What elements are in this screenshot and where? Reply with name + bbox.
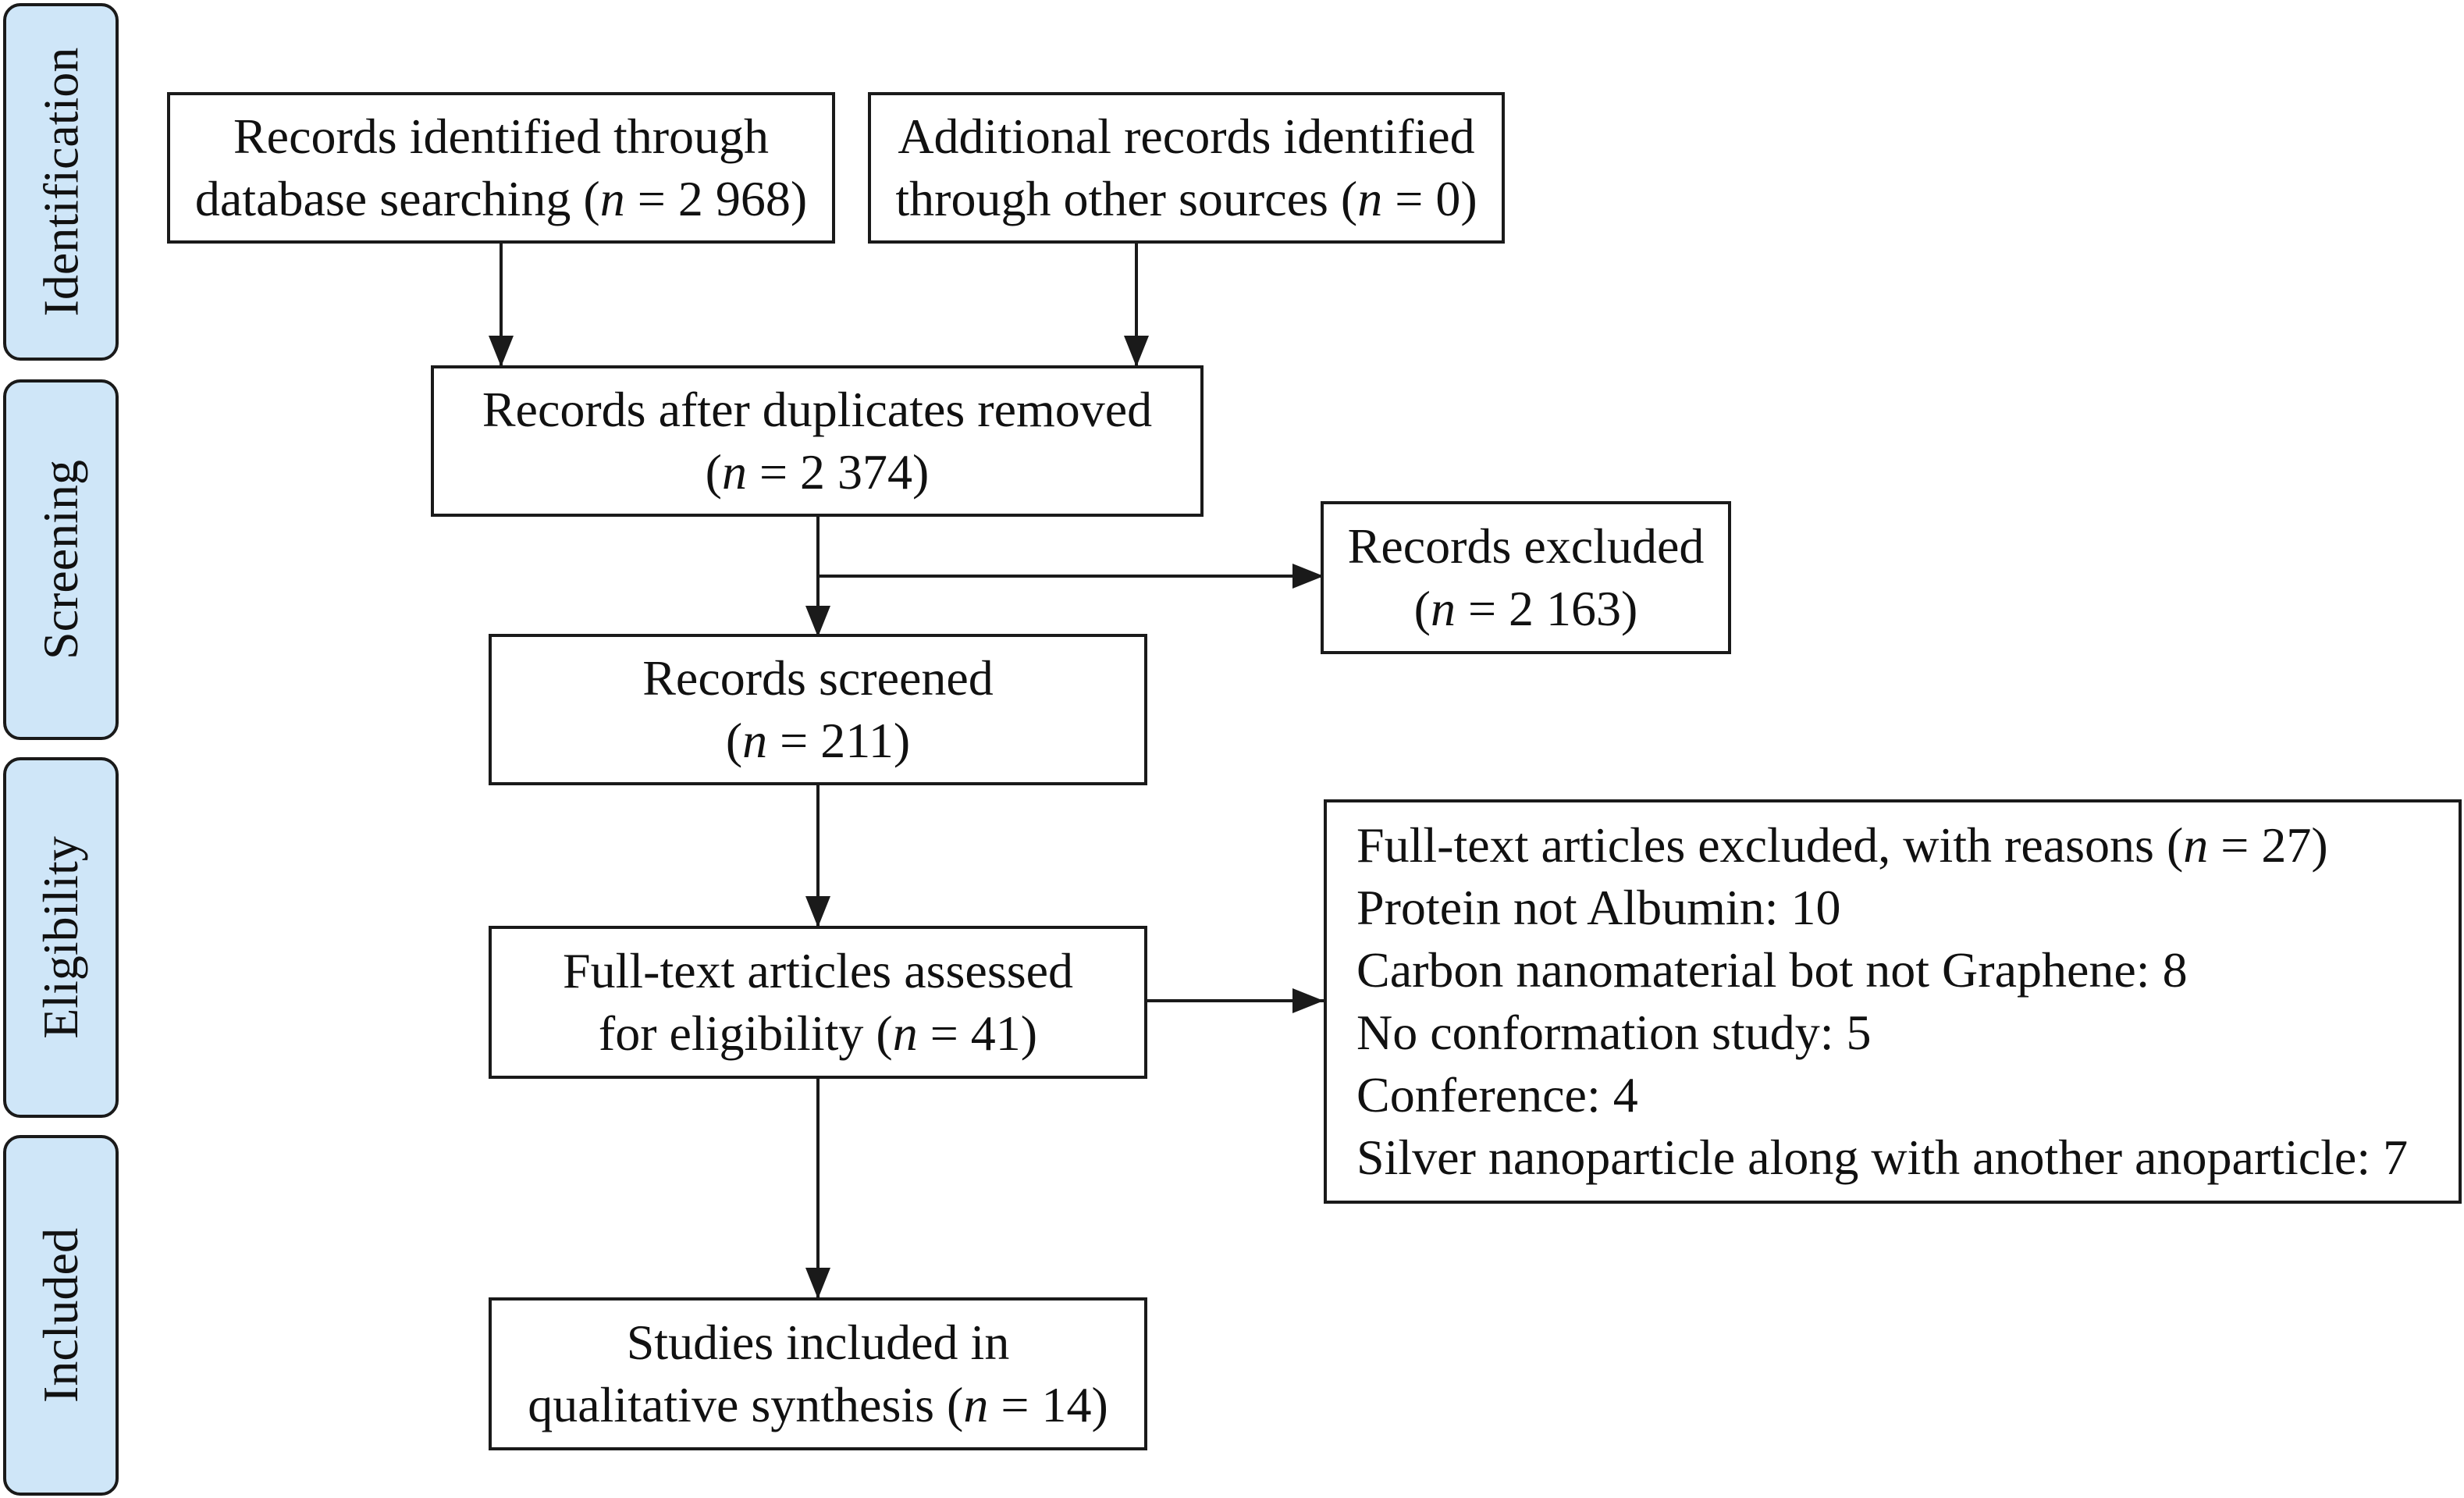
exclusion-reason: Protein not Albumin: 10 [1356, 880, 1841, 935]
box-included-studies: Studies included in qualitative synthesi… [489, 1297, 1147, 1450]
fulltext-excluded-heading: Full-text articles excluded, with reason… [1356, 817, 2328, 873]
arrowhead-screened [805, 606, 830, 637]
included-line2: qualitative synthesis (n = 14) [528, 1377, 1108, 1432]
duplicates-line1: Records after duplicates removed [482, 382, 1153, 437]
exclusion-reason: Carbon nanomaterial bot not Graphene: 8 [1356, 942, 2188, 998]
records-screened-line2: (n = 211) [725, 713, 911, 768]
box-database-searching: Records identified through database sear… [167, 92, 835, 244]
box-other-sources: Additional records identified through ot… [868, 92, 1505, 244]
assessed-line2: for eligibility (n = 41) [598, 1005, 1038, 1061]
records-excluded-line2: (n = 2 163) [1413, 581, 1638, 636]
box-duplicates-removed: Records after duplicates removed (n = 2 … [431, 365, 1204, 517]
records-excluded-line1: Records excluded [1347, 518, 1705, 574]
box-records-excluded: Records excluded (n = 2 163) [1321, 501, 1731, 654]
box-fulltext-assessed: Full-text articles assessed for eligibil… [489, 926, 1147, 1079]
other-sources-line2: through other sources (n = 0) [895, 171, 1477, 226]
database-line2: database searching (n = 2 968) [194, 171, 808, 226]
duplicates-line2: (n = 2 374) [705, 444, 930, 500]
other-sources-line1: Additional records identified [898, 109, 1475, 164]
arrowhead-included [805, 1268, 830, 1299]
included-line1: Studies included in [626, 1315, 1010, 1370]
arrowhead-assessed [805, 896, 830, 927]
arrowhead-duplicates-left [489, 336, 514, 367]
assessed-line1: Full-text articles assessed [562, 943, 1074, 998]
records-screened-line1: Records screened [642, 650, 994, 706]
exclusion-reason: Conference: 4 [1356, 1067, 1638, 1123]
exclusion-reason: No conformation study: 5 [1356, 1005, 1872, 1060]
exclusion-reason: Silver nanoparticle along with another a… [1356, 1130, 2409, 1185]
arrowhead-records-excluded [1292, 564, 1324, 589]
arrowhead-fulltext-excluded [1292, 988, 1324, 1013]
database-line1: Records identified through [233, 109, 770, 164]
arrowhead-duplicates-right [1124, 336, 1149, 367]
phase-eligibility: Eligibility [3, 757, 119, 1118]
phase-identification: Identification [3, 3, 119, 361]
phase-included: Included [3, 1135, 119, 1496]
box-fulltext-excluded: Full-text articles excluded, with reason… [1324, 799, 2462, 1204]
box-records-screened: Records screened (n = 211) [489, 634, 1147, 785]
phase-screening: Screening [3, 379, 119, 740]
